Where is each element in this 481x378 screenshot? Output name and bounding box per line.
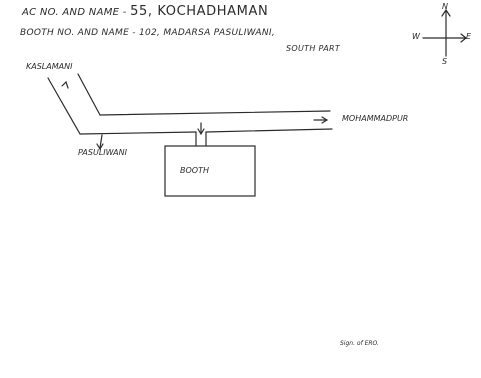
compass-west-label: W xyxy=(412,32,420,41)
booth-building xyxy=(164,145,256,197)
kaslamani-arrow-icon xyxy=(61,80,69,89)
road-kaslamani-edge-right xyxy=(77,73,101,116)
booth-value: 102, MADARSA PASULIWANI, xyxy=(138,28,276,38)
booth-part: SOUTH PART xyxy=(286,44,341,53)
ac-value: 55, KOCHADHAMAN xyxy=(130,4,269,19)
booth-label-text: BOOTH xyxy=(180,166,209,175)
road-mohammadpur-edge-bottom-left xyxy=(79,131,197,135)
compass-north-arrowhead xyxy=(441,8,451,17)
place-pasuliwani-label: PASULIWANI xyxy=(78,148,127,157)
ac-header: AC NO. AND NAME - 55, KOCHADHAMAN xyxy=(22,4,268,19)
ac-label: AC NO. AND NAME - xyxy=(22,7,127,18)
road-kaslamani-edge-left xyxy=(47,77,81,135)
pasuliwani-arrow-icon xyxy=(96,143,104,151)
pasuliwani-arrow-shaft xyxy=(99,134,103,149)
booth-label: BOOTH NO. AND NAME - xyxy=(20,28,136,38)
road-mohammadpur-edge-top xyxy=(99,110,331,116)
road-mohammadpur-edge-bottom-right xyxy=(205,128,333,133)
ero-signature-note: Sign. of ERO. xyxy=(340,340,379,347)
booth-header: BOOTH NO. AND NAME - 102, MADARSA PASULI… xyxy=(20,28,275,38)
compass-south-label: S xyxy=(442,57,448,66)
booth-arrow-icon xyxy=(197,128,205,136)
compass-north-label: N xyxy=(442,2,448,11)
compass-east-arrowhead xyxy=(460,33,467,43)
compass-east-label: E xyxy=(466,32,472,41)
mohammadpur-arrow-icon xyxy=(321,116,329,124)
place-mohammadpur-label: MOHAMMADPUR xyxy=(342,114,409,123)
place-kaslamani-label: KASLAMANI xyxy=(26,62,73,71)
